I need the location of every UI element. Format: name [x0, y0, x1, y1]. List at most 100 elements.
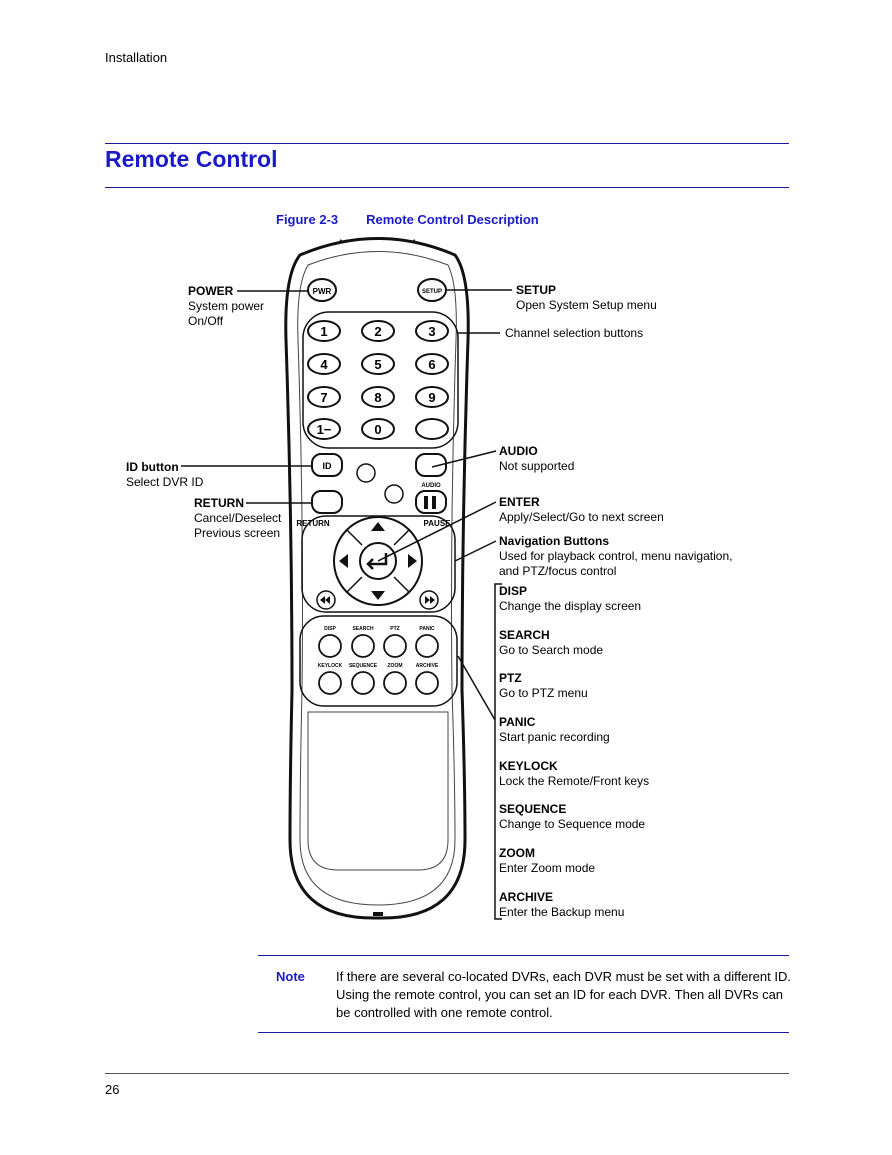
running-header: Installation [105, 50, 168, 65]
id-button-label: ID [323, 461, 333, 471]
digit-key [307, 386, 341, 408]
digit-key-label: 2 [374, 324, 381, 339]
pause-label: PAUSE [424, 519, 452, 528]
callout-id-title: ID button [126, 460, 179, 474]
callout-search-title: SEARCH [499, 628, 550, 642]
function-key [383, 634, 407, 658]
leader-functions [457, 655, 496, 721]
callout-sequence: SEQUENCE Change to Sequence mode [499, 802, 645, 832]
nav-right-icon [408, 554, 417, 568]
digit-key [415, 418, 449, 440]
nav-group-outline [301, 515, 456, 613]
callout-power-desc2: On/Off [188, 314, 224, 328]
function-key-label: ARCHIVE [416, 663, 439, 669]
rewind-icon-2 [325, 596, 330, 604]
return-label: RETURN [296, 519, 330, 528]
digit-key-label: 1− [317, 422, 332, 437]
callout-id: ID button Select DVR ID [126, 460, 203, 490]
callout-panic-desc1: Start panic recording [499, 730, 610, 744]
digit-key [415, 320, 449, 342]
callout-return-desc2: Previous screen [194, 526, 281, 540]
callout-archive: ARCHIVE Enter the Backup menu [499, 890, 624, 920]
digit-key-label: 5 [374, 357, 381, 372]
callout-return-desc1: Cancel/Deselect [194, 511, 282, 525]
remote-lower-panel [307, 711, 449, 871]
id-button [311, 453, 343, 477]
callout-audio-desc1: Not supported [499, 459, 575, 473]
callout-zoom-desc1: Enter Zoom mode [499, 861, 596, 875]
figure-number: Figure 2-3 [276, 212, 339, 227]
setup-label: SETUP [422, 289, 442, 295]
callout-disp-title: DISP [499, 584, 528, 598]
function-key-label: KEYLOCK [318, 663, 343, 669]
callout-channel: Channel selection buttons [505, 326, 643, 341]
nav-up-icon [371, 522, 385, 531]
callout-setup-title: SETUP [516, 283, 557, 297]
digit-key-label: 3 [428, 324, 435, 339]
function-key-label: SEQUENCE [349, 663, 378, 669]
callout-sequence-desc1: Change to Sequence mode [499, 817, 646, 831]
callout-ptz-title: PTZ [499, 671, 522, 685]
function-key [318, 671, 342, 695]
digit-key [307, 353, 341, 375]
pause-bar-left [424, 496, 428, 509]
section-title: Remote Control [105, 146, 278, 172]
callout-enter: ENTER Apply/Select/Go to next screen [499, 495, 664, 525]
note-rule-bottom [258, 1032, 789, 1033]
pause-bar-right [432, 496, 436, 509]
function-key [415, 634, 439, 658]
pwr-label: PWR [313, 287, 332, 296]
nav-divider-ne [393, 529, 410, 546]
leader-audio [431, 450, 497, 468]
digit-key-label: 9 [428, 390, 435, 405]
digit-key-label: 8 [374, 390, 381, 405]
callout-zoom-title: ZOOM [499, 846, 535, 860]
leader-nav [454, 540, 497, 562]
function-key [318, 634, 342, 658]
function-key [415, 671, 439, 695]
callout-archive-title: ARCHIVE [499, 890, 554, 904]
fast-forward-icon [430, 596, 435, 604]
nav-divider-se [393, 576, 410, 593]
callout-nav-desc2: and PTZ/focus control [499, 564, 617, 578]
callout-panic: PANIC Start panic recording [499, 715, 610, 745]
figure-caption: Figure 2-3 Remote Control Description [276, 212, 539, 227]
callout-nav-title: Navigation Buttons [499, 534, 609, 548]
callout-audio-title: AUDIO [499, 444, 538, 458]
digit-key-label: 1 [320, 324, 327, 339]
function-key-label: PTZ [390, 626, 399, 632]
function-bracket [494, 583, 502, 920]
digit-key-label: 4 [320, 357, 328, 372]
function-key-label: ZOOM [388, 663, 403, 669]
nav-divider-nw [346, 529, 363, 546]
pause-button [415, 490, 447, 514]
callout-panic-title: PANIC [499, 715, 536, 729]
rewind-icon [320, 596, 325, 604]
function-key-label: DISP [324, 626, 336, 632]
digit-key [361, 353, 395, 375]
digit-key-label: 7 [320, 390, 327, 405]
callout-keylock: KEYLOCK Lock the Remote/Front keys [499, 759, 649, 789]
callout-disp-desc1: Change the display screen [499, 599, 642, 613]
function-key [383, 671, 407, 695]
figure-title: Remote Control Description [366, 212, 539, 227]
nav-divider-sw [346, 576, 363, 593]
nav-down-icon [371, 591, 385, 600]
callout-keylock-title: KEYLOCK [499, 759, 558, 773]
return-button [311, 490, 343, 514]
callout-search-desc1: Go to Search mode [499, 643, 604, 657]
callout-audio: AUDIO Not supported [499, 444, 574, 474]
callout-power-desc1: System power [188, 299, 265, 313]
callout-search: SEARCH Go to Search mode [499, 628, 603, 658]
audio-label: AUDIO [421, 483, 441, 489]
callout-id-desc1: Select DVR ID [126, 475, 204, 489]
note-label: Note [276, 969, 305, 984]
footer-rule [105, 1073, 789, 1074]
digit-key [307, 320, 341, 342]
callout-setup: SETUP Open System Setup menu [516, 283, 657, 313]
callout-enter-title: ENTER [499, 495, 540, 509]
callout-power-title: POWER [188, 284, 234, 298]
